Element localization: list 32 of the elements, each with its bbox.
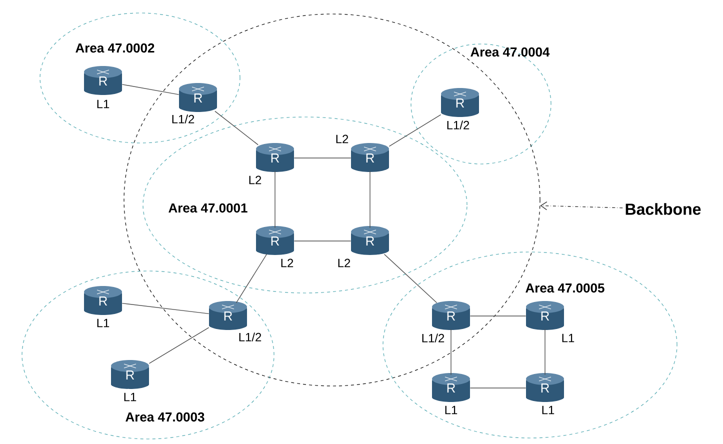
link-line — [544, 328, 546, 376]
area-label: Area 47.0002 — [76, 43, 154, 53]
router-label: L1 — [542, 406, 554, 414]
router-label: L1 — [445, 406, 458, 414]
router-label: L1 — [124, 392, 136, 402]
area-label: Area 47.0004 — [470, 47, 550, 57]
router-label: L2 — [281, 258, 294, 268]
area-label: Area 47.0001 — [168, 203, 248, 213]
router-label: L2 — [338, 258, 350, 268]
link-line — [236, 254, 268, 304]
backbone-label: Backbone — [626, 203, 701, 215]
router-label: L2 — [249, 176, 262, 184]
router-label: L1/2 — [422, 334, 444, 342]
link-line — [388, 114, 442, 147]
leader-arrow — [540, 201, 623, 210]
link-line — [214, 110, 258, 146]
router-label: L1 — [97, 318, 110, 328]
router-label: L1 — [562, 334, 574, 342]
link-line — [122, 84, 180, 95]
link-line — [384, 254, 438, 304]
link-line — [274, 170, 276, 228]
area-label: Area 47.0005 — [526, 283, 604, 293]
link-line — [148, 327, 210, 364]
router-label: L1 — [97, 100, 110, 108]
link-line — [294, 240, 352, 242]
router-label: L2 — [336, 134, 348, 144]
router-label: L1/2 — [172, 114, 194, 124]
area-label: Area 47.0003 — [126, 412, 204, 422]
link-line — [450, 328, 452, 376]
router-label: L1/2 — [447, 120, 470, 130]
router-label: L1/2 — [239, 332, 262, 342]
link-line — [122, 302, 210, 314]
